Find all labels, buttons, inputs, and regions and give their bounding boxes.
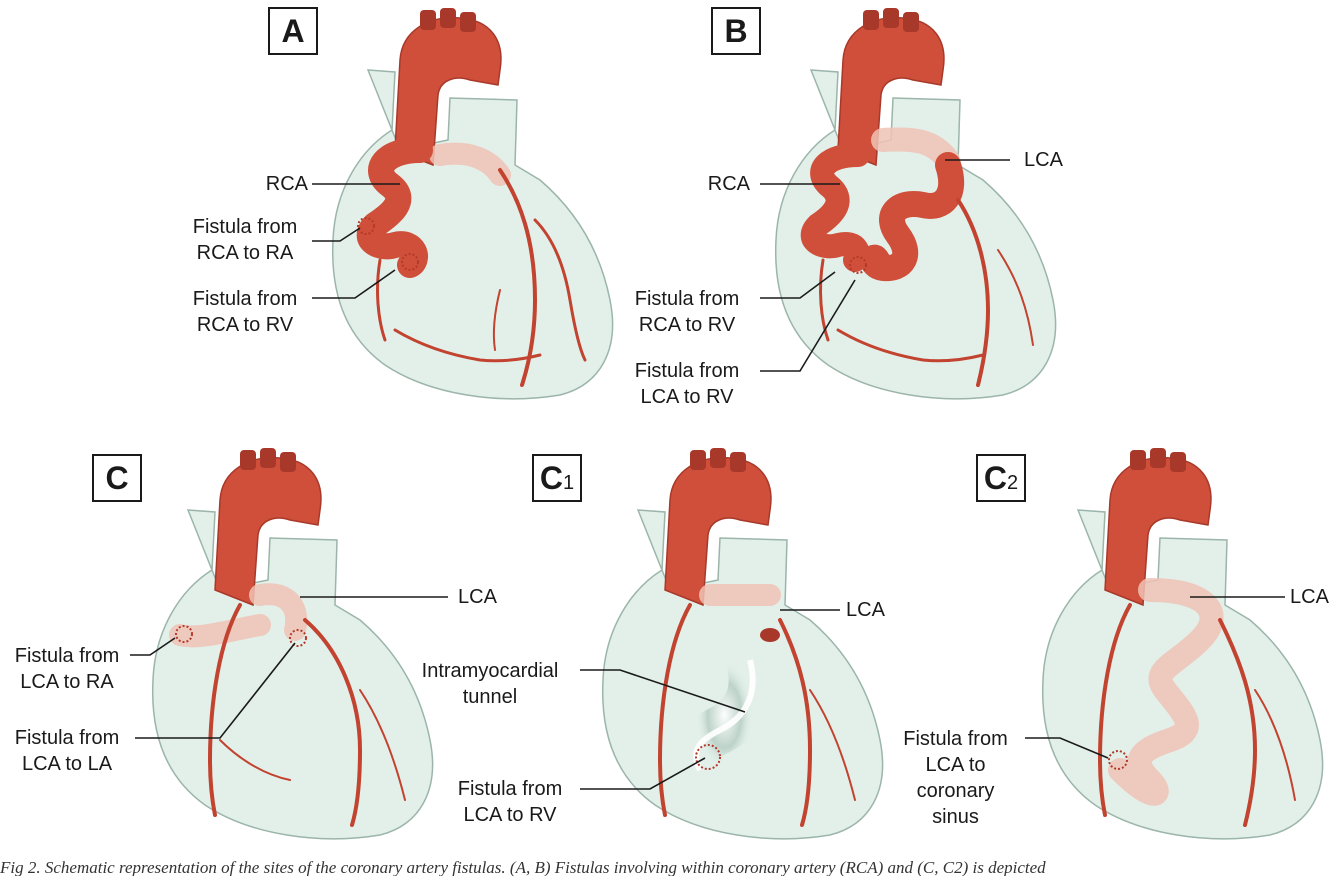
panel-label-c2-text: C (983, 459, 1007, 496)
label-a-rca: RCA (265, 173, 308, 195)
panel-label-c1-text: C (539, 459, 563, 496)
panel-label-b: B (711, 7, 761, 55)
figure-caption: Fig 2. Schematic representation of the s… (0, 858, 1046, 876)
label-c-fistula-la: Fistula from LCA to LA (14, 727, 120, 775)
label-b-rca: RCA (707, 173, 750, 195)
label-b-fistula-lca-rv: Fistula from LCA to RV (634, 360, 740, 408)
heart-c2 (1041, 448, 1324, 840)
panel-label-b-text: B (724, 12, 748, 49)
label-b-fistula-rca-rv: Fistula from RCA to RV (634, 288, 740, 336)
panel-label-a-text: A (281, 12, 305, 49)
label-c1-fistula-rv: Fistula from LCA to RV (457, 778, 563, 826)
panel-label-c1-sub: 1 (562, 471, 575, 494)
panel-label-c2-sub: 2 (1006, 471, 1019, 494)
label-c2-lca: LCA (1290, 586, 1329, 608)
label-c1-lca: LCA (846, 599, 885, 621)
label-a-fistula-ra: Fistula from RCA to RA (192, 216, 298, 264)
label-c-fistula-ra: Fistula from LCA to RA (14, 645, 120, 693)
label-c1-tunnel: Intramyocardial tunnel (421, 660, 559, 708)
leader-lines (130, 159, 1285, 790)
label-c-lca: LCA (458, 586, 497, 608)
label-b-lca: LCA (1024, 149, 1063, 171)
label-c2-fistula-cs: Fistula from LCA to coronary sinus (903, 728, 1008, 828)
panel-label-a: A (268, 7, 318, 55)
heart-c (151, 448, 434, 840)
panel-label-c: C (92, 454, 142, 502)
heart-a (331, 8, 614, 400)
label-a-fistula-rv: Fistula from RCA to RV (192, 288, 298, 336)
heart-c1 (601, 448, 884, 840)
panel-label-c-text: C (105, 459, 129, 496)
heart-b (774, 8, 1057, 400)
